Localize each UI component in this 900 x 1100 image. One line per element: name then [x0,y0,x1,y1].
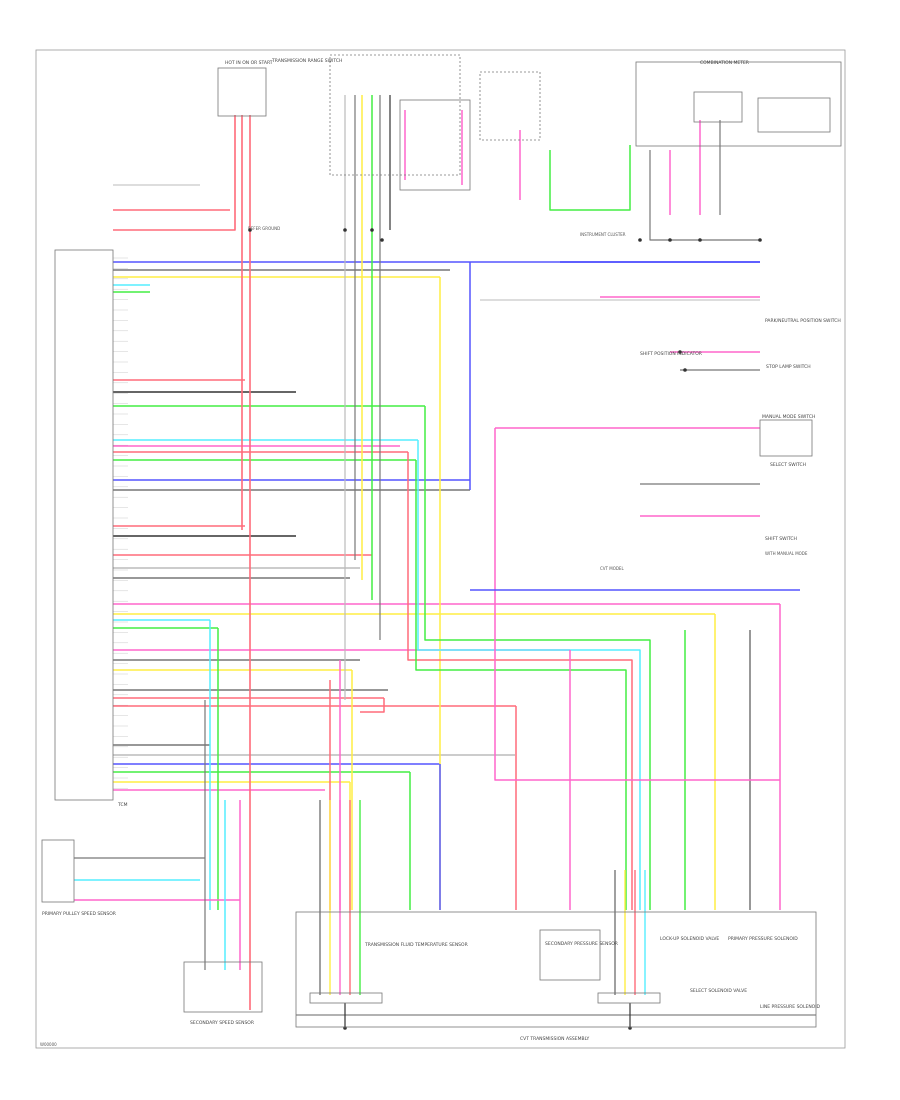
component-label-pnp-switch: PARK/NEUTRAL POSITION SWITCH [765,318,841,324]
splice-point [698,238,702,242]
range-switch-box [329,54,461,176]
meter-green [549,145,631,211]
cvt-connector-left [309,992,383,1004]
power-wire [113,115,236,231]
splice-point [380,238,384,242]
signal-drop-wire [415,460,627,910]
meter-gray [649,150,760,241]
component-label-speed-sensor: PRIMARY PULLEY SPEED SENSOR [42,911,116,917]
diagram-frame [35,49,846,1049]
component-label-lockup-solenoid: LOCK-UP SOLENOID VALVE [660,936,719,942]
meter-inner-1 [693,91,743,123]
signal-drop-wire [417,440,641,910]
note-refer-ground: REFER GROUND [248,226,280,231]
components-layer [41,54,842,1028]
note-cvt-mode: CVT MODEL [600,566,624,571]
splice-point [638,238,642,242]
manual-mode-wire [494,428,780,781]
component-label-pressure-sensor: SECONDARY PRESSURE SENSOR [545,941,618,947]
component-label-range-switch: TRANSMISSION RANGE SWITCH [271,58,342,64]
speed-sensor-left-box [41,839,75,903]
component-label-manual-mode-switch: MANUAL MODE SWITCH [762,414,815,420]
component-label-secondary-speed: SECONDARY SPEED SENSOR [190,1020,254,1026]
fuse-block-left [217,67,267,117]
footer-code: W00000 [40,1042,57,1047]
splice-point [678,350,682,354]
note-with-manual: WITH MANUAL MODE [765,551,808,556]
wires-layer [74,95,816,1030]
component-label-fuse-left: HOT IN ON OR START [225,60,273,66]
component-label-combination-meter: COMBINATION METER [700,60,749,66]
component-label-cvt-unit: CVT TRANSMISSION ASSEMBLY [520,1036,589,1042]
combination-meter-box [635,61,842,147]
cvt-unit-box [295,911,817,1028]
meter-inner-2 [757,97,831,133]
component-label-line-pressure: LINE PRESSURE SOLENOID [760,1004,821,1010]
component-label-stop-lamp: STOP LAMP SWITCH [766,364,811,370]
splice-point [248,228,252,232]
component-label-tcm: TCM [117,802,128,808]
pressure-sensor-box [539,929,601,981]
component-label-shift-switch: SHIFT SWITCH [765,536,797,542]
signal-drop-wire [360,698,385,713]
splice-point [668,238,672,242]
splice-point [683,368,687,372]
component-label-select-solenoid: SELECT SOLENOID VALVE [690,988,747,994]
component-label-primary-pressure: PRIMARY PRESSURE SOLENOID [728,936,798,942]
ipdm-box [479,71,541,141]
splice-point [370,228,374,232]
note-instrument-cluster: INSTRUMENT CLUSTER [580,232,626,237]
component-label-transmission-control: TRANSMISSION FLUID TEMPERATURE SENSOR [364,942,468,948]
splice-point [758,238,762,242]
speed-sensor-bottom-box [183,961,263,1013]
tcm-connector [54,249,114,801]
splice-point [343,228,347,232]
range-switch-inner [399,99,471,191]
signal-drop-wire [424,406,651,910]
cvt-connector-right [597,992,661,1004]
select-switch-box [759,419,813,457]
component-label-shift-position-indicator: SHIFT POSITION INDICATOR [640,351,702,357]
signal-drop-wire [407,452,633,910]
component-label-select-switch: SELECT SWITCH [770,462,806,468]
